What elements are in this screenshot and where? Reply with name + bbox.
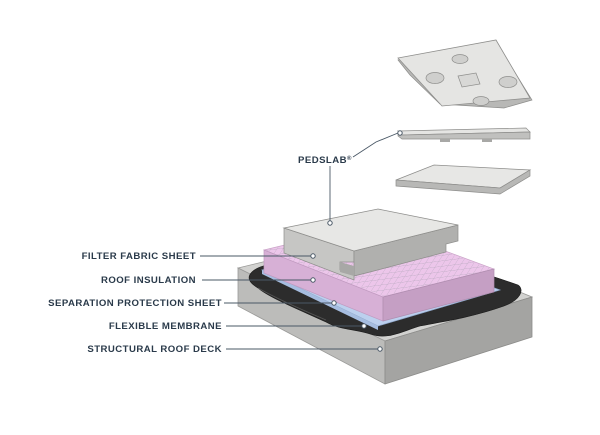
membrane-dot [361, 323, 367, 329]
slab-top-face [282, 208, 459, 252]
side-view-body [397, 130, 531, 140]
structural-deck-label: STRUCTURAL ROOF DECK [87, 344, 222, 355]
underside-center-pad [457, 72, 481, 88]
underside-pad-2 [498, 76, 518, 88]
separation-dot [331, 300, 337, 306]
separation-sheet-edge [262, 270, 378, 330]
pedslab-registered-mark: ® [347, 155, 352, 162]
underside-pad-1 [425, 72, 445, 84]
leader-lines [200, 132, 399, 350]
pedslab-label: PEDSLAB® [298, 155, 352, 166]
flexible-membrane-label: FLEXIBLE MEMBRANE [109, 321, 222, 332]
side-view-foot-2 [482, 139, 492, 142]
pedslab-assembly-dot [327, 220, 333, 226]
pedslab-side-view [397, 127, 531, 142]
roof-insulation-label: ROOF INSULATION [101, 275, 196, 286]
separation-sheet-label: SEPARATION PROTECTION SHEET [48, 298, 222, 309]
deck-dot [377, 346, 383, 352]
underside-pad-4 [451, 54, 469, 64]
pedslab-top-view [395, 164, 532, 195]
slab-side-face [353, 224, 459, 277]
pedslab-assembled [282, 208, 459, 281]
side-view-foot-1 [440, 139, 450, 142]
filter-fabric-dot [310, 253, 316, 259]
top-view-edge [395, 169, 531, 195]
underside-face [397, 39, 531, 107]
pedslab-dot [397, 130, 403, 136]
pedslab-underside [397, 39, 533, 109]
slab-pedestal [340, 262, 354, 276]
insulation-side-face [382, 268, 495, 322]
filter-fabric-label: FILTER FABRIC SHEET [82, 251, 196, 262]
underside-pad-3 [472, 96, 490, 106]
insulation-dot [310, 277, 316, 283]
pedslab-leader [352, 132, 399, 158]
